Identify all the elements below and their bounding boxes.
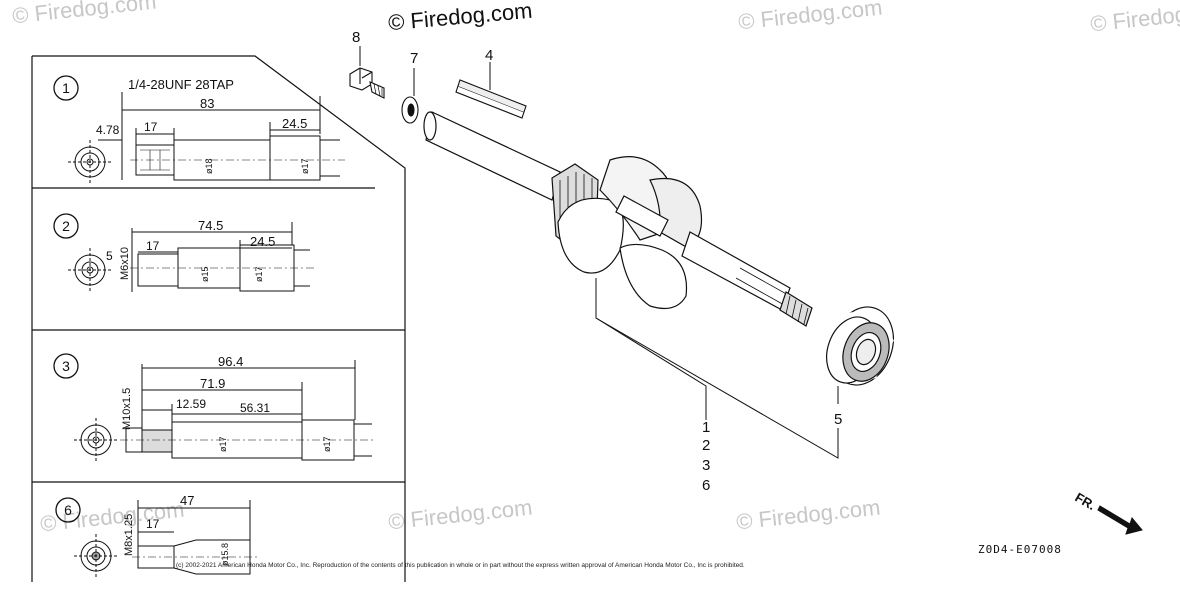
front-arrow: FR. [1073, 490, 1143, 535]
dim-label: 24.5 [250, 234, 275, 249]
dim-label: ø17 [300, 158, 310, 174]
callout-2: 2 [702, 437, 710, 454]
variant-id-1: 1 [62, 80, 70, 96]
bearing-part [826, 306, 894, 386]
bearing-leader [595, 317, 839, 459]
callout-5: 5 [834, 411, 842, 428]
thread-spec-6: M8x1.25 [123, 514, 135, 556]
variant-row-1 [53, 75, 345, 184]
direction-label: FR. [1073, 490, 1099, 513]
thread-spec-1: 1/4-28UNF 28TAP [128, 77, 234, 92]
dim-label: 24.5 [282, 116, 307, 131]
callout-3: 3 [702, 457, 710, 474]
variant-id-2: 2 [62, 218, 70, 234]
arrow-icon [1097, 505, 1143, 535]
legal-notice: (c) 2002-2021 American Honda Motor Co., … [176, 562, 745, 569]
dim-label: ø15.8 [220, 543, 230, 566]
variant-table-frame [32, 55, 406, 582]
dim-label: 47 [180, 493, 194, 508]
dim-label: 83 [200, 96, 214, 111]
callout-1: 1 [702, 419, 710, 436]
variant-row-2 [53, 213, 314, 292]
callout-8: 8 [352, 29, 360, 46]
washer-part [401, 96, 419, 124]
dim-label: 56.31 [240, 401, 270, 415]
dim-label: 96.4 [218, 354, 243, 369]
diagram-code: Z0D4-E07008 [978, 543, 1062, 556]
callout-7: 7 [410, 50, 418, 67]
callout-4: 4 [485, 47, 493, 64]
callout-6: 6 [702, 477, 710, 494]
dim-label: 74.5 [198, 218, 223, 233]
dim-label: 17 [144, 120, 158, 134]
dim-label: ø18 [204, 158, 214, 174]
variant-row-3 [53, 353, 376, 462]
bolt-part [349, 67, 385, 99]
dim-label: 17 [146, 239, 160, 253]
dim-label: 71.9 [200, 376, 225, 391]
dim-label: ø17 [322, 436, 332, 452]
dim-label: 12.59 [176, 397, 206, 411]
thread-spec-2: M6x10 [119, 247, 131, 280]
crankshaft-leader [595, 278, 707, 420]
variant-id-6: 6 [64, 502, 72, 518]
dim-label: ø17 [218, 436, 228, 452]
thread-spec-3: M10x1.5 [121, 388, 133, 430]
variant-id-3: 3 [62, 358, 70, 374]
key-part [455, 79, 527, 119]
dim-label: ø17 [254, 266, 264, 282]
dim-label: 17 [146, 517, 160, 531]
variant-row-6 [55, 497, 260, 578]
dim-label: ø15 [200, 266, 210, 282]
dim-label: 5 [106, 249, 113, 263]
dim-label: 4.78 [96, 123, 120, 137]
crankshaft-part [423, 111, 813, 327]
